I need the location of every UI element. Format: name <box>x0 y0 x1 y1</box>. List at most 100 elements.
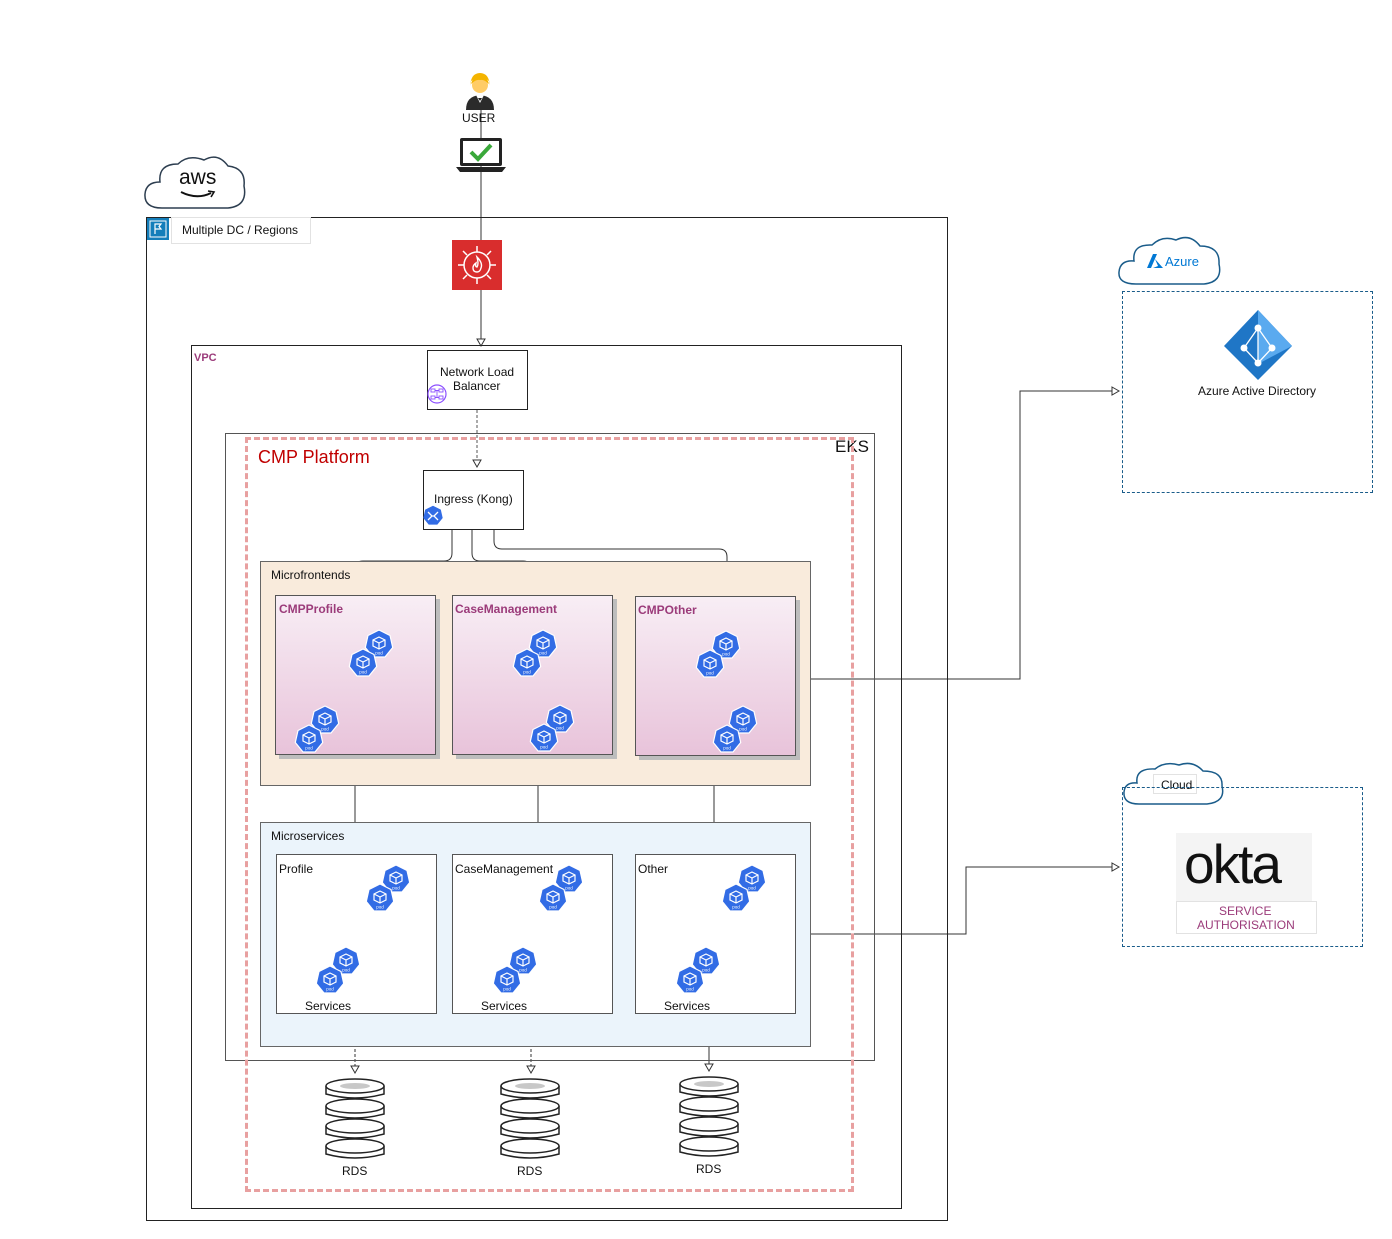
other-service <box>635 854 796 1014</box>
pod-icon: pod <box>508 946 538 975</box>
pod-icon: pod <box>381 864 411 893</box>
pod-icon: pod <box>364 629 394 658</box>
svg-text:pod: pod <box>305 746 313 751</box>
svg-text:pod: pod <box>540 745 548 750</box>
pod-icon: pod <box>675 965 705 994</box>
rds-label: RDS <box>342 1164 368 1178</box>
pod-icon: pod <box>737 864 767 893</box>
pod-icon: pod <box>728 705 758 734</box>
azure-container <box>1122 291 1373 493</box>
svg-text:pod: pod <box>748 886 756 891</box>
cmpprofile-label: CMPProfile <box>279 602 344 616</box>
pod-icon: pod <box>315 965 345 994</box>
aws-smile-icon <box>180 190 216 198</box>
microfrontends-label: Microfrontends <box>271 568 351 582</box>
svg-text:pod: pod <box>342 968 350 973</box>
firewall-icon <box>452 240 502 290</box>
svg-text:pod: pod <box>732 905 740 910</box>
rds-database-icon <box>500 1078 560 1159</box>
cmp-platform-boundary <box>245 437 854 1192</box>
region-label-box <box>171 217 311 244</box>
casemanagement-service-label: CaseManagement <box>455 862 554 876</box>
user-icon <box>463 70 497 110</box>
other-services-label: Services <box>664 999 711 1013</box>
frontends-to-azure-connector <box>810 386 1121 680</box>
microservices-label: Microservices <box>271 829 345 843</box>
external-cloud-label-box <box>1153 774 1197 794</box>
profile-service <box>276 854 437 1014</box>
pod-icon: pod <box>529 723 559 752</box>
aws-logo-text: aws <box>179 166 217 189</box>
okta-logo-text: okta <box>1184 833 1282 895</box>
svg-text:pod: pod <box>723 746 731 751</box>
svg-text:pod: pod <box>706 671 714 676</box>
okta-service-line1: SERVICE <box>1219 904 1272 918</box>
svg-text:pod: pod <box>739 727 747 732</box>
svg-text:pod: pod <box>702 968 710 973</box>
pod-icon: pod <box>528 629 558 658</box>
rds-database-icon <box>679 1076 739 1157</box>
pod-icon: pod <box>545 704 575 733</box>
azure-ad-label: Azure Active Directory <box>1198 384 1317 398</box>
svg-text:pod: pod <box>523 670 531 675</box>
region-flag-icon <box>147 218 169 240</box>
nlb-label-line2: Balancer <box>453 379 501 393</box>
svg-text:pod: pod <box>549 905 557 910</box>
ingress-to-cmpother-connector <box>493 530 732 595</box>
aws-cloud: aws <box>142 152 248 216</box>
pod-icon: pod <box>310 705 340 734</box>
pod-icon: pod <box>512 648 542 677</box>
svg-text:pod: pod <box>375 651 383 656</box>
external-cloud-label: Cloud <box>1161 778 1193 792</box>
svg-text:pod: pod <box>519 968 527 973</box>
azure-cloud: Azure <box>1116 232 1224 290</box>
pod-icon: pod <box>538 883 568 912</box>
azure-cloud-label: Azure <box>1165 254 1199 269</box>
nlb-label-line1: Network Load <box>440 365 515 379</box>
pod-icon: pod <box>554 864 584 893</box>
okta-service-line2: AUTHORISATION <box>1197 918 1295 932</box>
load-balancer-icon <box>427 384 447 404</box>
pod-icon: pod <box>711 630 741 659</box>
vpc-label: VPC <box>194 352 217 364</box>
eks-container <box>225 433 875 1061</box>
pod-icon: pod <box>294 724 324 753</box>
okta-service-box <box>1176 901 1317 934</box>
services-to-okta-connector <box>810 862 1121 935</box>
laptop-check-icon <box>456 137 506 173</box>
okta-container <box>1122 787 1363 947</box>
cmpother-label: CMPOther <box>638 603 697 617</box>
svg-text:pod: pod <box>503 987 511 992</box>
rds-database-icon <box>325 1078 385 1159</box>
pod-icon: pod <box>695 649 725 678</box>
pod-icon: pod <box>721 883 751 912</box>
user-label: USER <box>462 111 496 125</box>
svg-text:pod: pod <box>565 886 573 891</box>
okta-logo-bg <box>1176 833 1312 901</box>
svg-text:pod: pod <box>539 651 547 656</box>
svg-text:pod: pod <box>376 905 384 910</box>
svg-text:pod: pod <box>686 987 694 992</box>
pod-icon: pod <box>691 946 721 975</box>
ingress-label: Ingress (Kong) <box>434 492 513 506</box>
pod-icon: pod <box>365 883 395 912</box>
svg-text:pod: pod <box>556 726 564 731</box>
region-label: Multiple DC / Regions <box>182 223 299 237</box>
azure-logo-icon <box>1147 254 1163 268</box>
rds-label: RDS <box>696 1162 722 1176</box>
casemanagement-service <box>452 854 613 1014</box>
pod-icon: pod <box>348 648 378 677</box>
pod-icon: pod <box>331 946 361 975</box>
svg-text:pod: pod <box>359 670 367 675</box>
svg-text:pod: pod <box>722 652 730 657</box>
vpc-container <box>191 345 902 1209</box>
profile-service-label: Profile <box>279 862 314 876</box>
rds-label: RDS <box>517 1164 543 1178</box>
svg-text:pod: pod <box>321 727 329 732</box>
aws-region-container <box>146 217 948 1221</box>
other-service-label: Other <box>638 862 669 876</box>
pod-icon: pod <box>492 965 522 994</box>
svg-text:pod: pod <box>326 987 334 992</box>
ingress-icon <box>423 505 443 525</box>
azure-active-directory-icon <box>1222 308 1294 380</box>
